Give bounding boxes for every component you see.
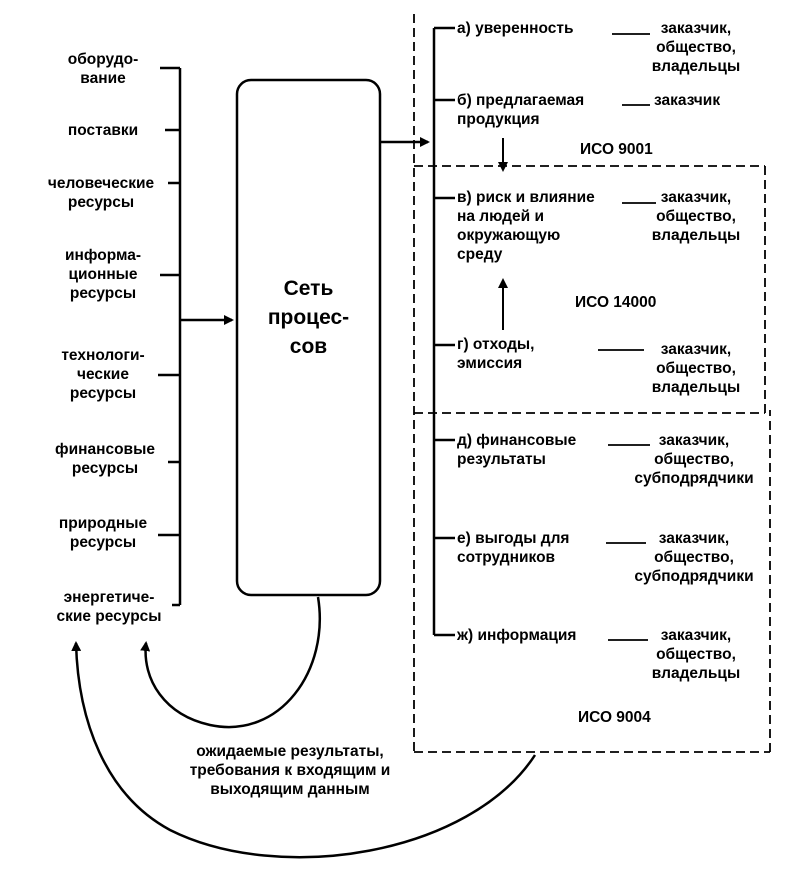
input-supplies: поставки	[67, 122, 139, 139]
output-v-label: в) риск и влияние на людей и окружающую …	[457, 189, 595, 263]
standard-regions	[413, 14, 771, 753]
output-e-stakeholders: заказчик, общество, субподрядчики	[634, 530, 754, 585]
output-b-label: б) предлагаемая продукция	[457, 92, 585, 128]
output-g-stakeholders: заказчик, общество, владельцы	[651, 341, 741, 396]
outer-feedback-loop	[71, 641, 537, 859]
output-e-label: е) выгоды для сотрудников	[457, 530, 570, 566]
input-equipment: обору­до- вание	[67, 51, 139, 87]
output-v-stakeholders: заказчик, общество, владельцы	[651, 189, 741, 244]
input-natural-resources: природные ресурсы	[58, 515, 148, 551]
output-d-label: д) финансовые результаты	[457, 432, 577, 468]
process-box	[235, 78, 382, 597]
process-network-title: Сеть процес- сов	[267, 277, 350, 358]
output-g-label: г) отходы, эмиссия	[457, 336, 535, 372]
iso-9001-label: ИСО 9001	[580, 141, 653, 158]
output-a-label: а) уверенность	[457, 20, 574, 37]
feedback-label: ожидаемые результаты, требования к входя…	[189, 743, 391, 798]
output-a-stakeholders: заказчик, общество, владельцы	[651, 20, 741, 75]
input-human-resources: человеческие ресурсы	[47, 175, 155, 211]
iso-9004-label: ИСО 9004	[578, 709, 651, 726]
stakeholder-dashes	[598, 33, 656, 641]
outputs-bracket	[432, 26, 455, 637]
output-b-stakeholders: заказчик	[654, 92, 721, 109]
input-financial-resources: финансовые ресурсы	[55, 441, 155, 477]
iso-14000-label: ИСО 14000	[575, 294, 657, 311]
input-information-resources: информа- ционные ресурсы	[64, 247, 142, 302]
input-technological-resources: технологи- ческие ресурсы	[61, 347, 145, 402]
output-zh-stakeholders: заказчик, общество, владельцы	[651, 627, 741, 682]
inner-feedback-loop	[140, 596, 321, 729]
input-energy-resources: энергетиче- ские ресурсы	[56, 589, 162, 625]
output-zh-label: ж) информация	[457, 627, 577, 644]
inputs-bracket	[158, 66, 182, 607]
output-d-stakeholders: заказчик, общество, субподрядчики	[634, 432, 754, 487]
